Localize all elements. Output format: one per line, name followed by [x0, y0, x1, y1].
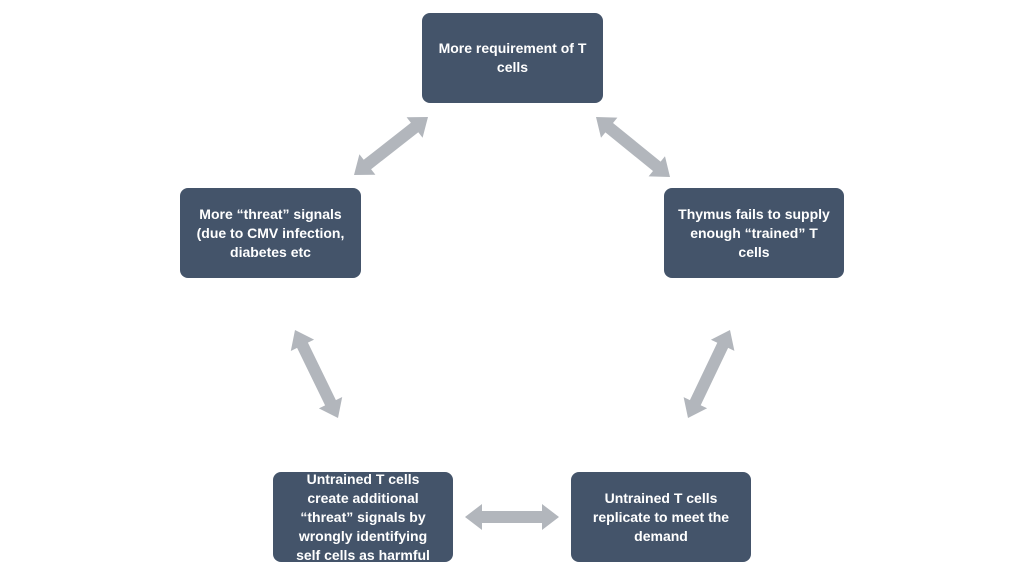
- node-thymus-fails: Thymus fails to supply enough “trained” …: [664, 188, 844, 278]
- node-untrained-replicate: Untrained T cells replicate to meet the …: [571, 472, 751, 562]
- arrow-bottom-left: [290, 330, 343, 418]
- node-untrained-threat-signals: Untrained T cells create additional “thr…: [273, 471, 453, 563]
- arrow-bottom: [465, 504, 559, 530]
- node-more-requirement-t-cells: More requirement of T cells: [422, 13, 603, 103]
- arrow-left-top: [354, 117, 428, 175]
- node-more-threat-signals: More “threat” signals (due to CMV infect…: [180, 188, 361, 278]
- arrow-right-bottom: [683, 330, 735, 418]
- arrow-top-right: [596, 117, 670, 177]
